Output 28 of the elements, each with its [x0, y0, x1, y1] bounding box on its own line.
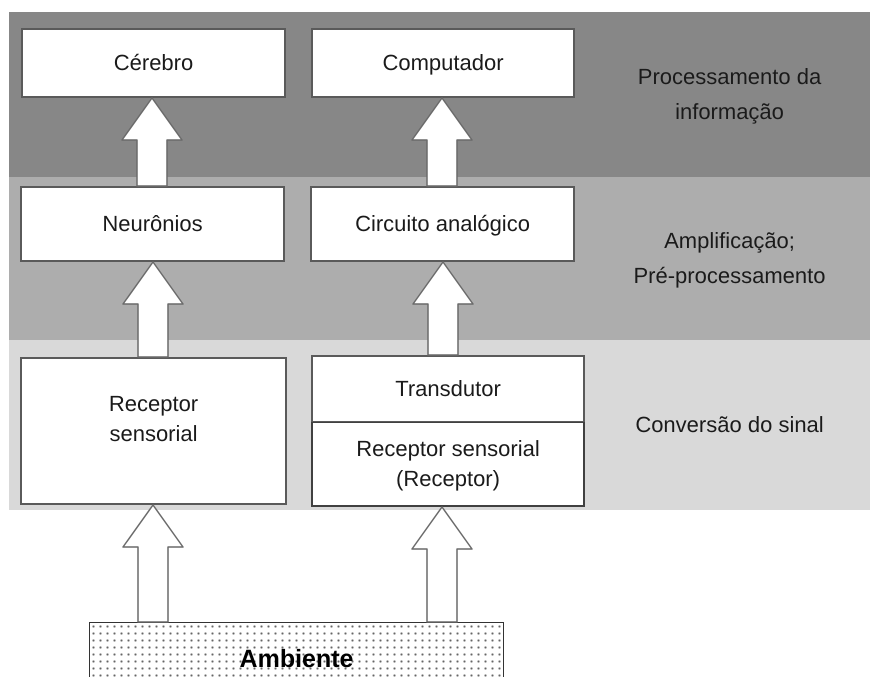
- block-arrow: [121, 97, 183, 187]
- box-label: Neurônios: [102, 210, 203, 238]
- box-label: Receptor sensorial (Receptor): [355, 434, 541, 493]
- process-box: [311, 422, 585, 507]
- layer-band: [9, 12, 870, 177]
- process-box: [20, 186, 285, 262]
- block-arrow: [411, 97, 473, 187]
- process-box: [21, 28, 286, 98]
- process-box: [20, 357, 287, 505]
- layer-band: [9, 177, 870, 340]
- box-label: Transdutor: [395, 374, 501, 403]
- box-label: Circuito analógico: [355, 210, 530, 238]
- layer-label: Amplificação; Pré-processamento: [632, 227, 826, 290]
- layer-band: [9, 340, 870, 510]
- box-label: Cérebro: [114, 48, 194, 77]
- process-box: [311, 28, 575, 98]
- environment-box: [89, 622, 504, 677]
- layer-label: Processamento da informação: [636, 63, 822, 126]
- box-label: Computador: [382, 48, 504, 77]
- block-arrow: [412, 261, 474, 356]
- layer-label: Conversão do sinal: [635, 410, 824, 439]
- block-arrow: [411, 506, 473, 623]
- process-box: [310, 186, 575, 262]
- process-box: [311, 355, 585, 422]
- block-arrow: [122, 504, 184, 623]
- block-arrow: [122, 261, 184, 358]
- box-label: Ambiente: [240, 647, 354, 672]
- box-label: Receptor sensorial: [108, 390, 200, 448]
